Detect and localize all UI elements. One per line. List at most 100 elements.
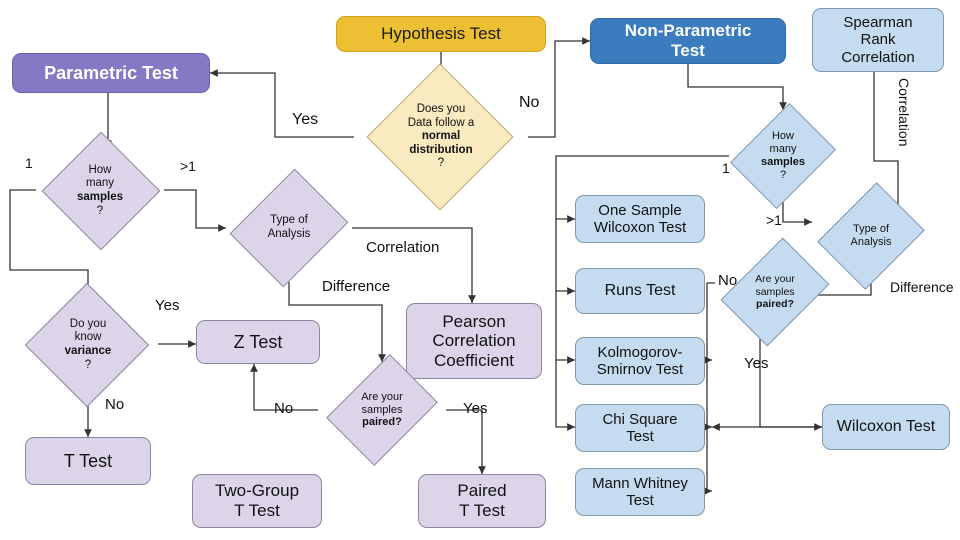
edge-label-parametric-samples-1: 1 xyxy=(25,155,33,171)
line: paired? xyxy=(756,298,794,311)
line: Analysis xyxy=(850,236,892,248)
node-t-test[interactable]: T Test xyxy=(25,437,151,485)
line: Test xyxy=(626,492,654,509)
line: samples xyxy=(361,403,403,416)
line: paired? xyxy=(362,416,402,429)
line: T Test xyxy=(459,501,505,520)
decision-label: Type of Analysis xyxy=(226,174,352,282)
edge-label-no-normal: No xyxy=(519,94,540,111)
decision-label: Do you know variance ? xyxy=(18,300,158,390)
line: Paired xyxy=(457,481,507,501)
edge-label-yes-normal: Yes xyxy=(292,111,319,128)
decision-parametric-how-many-samples[interactable]: How many samples ? xyxy=(36,131,164,251)
edge-label-parametric-correlation: Correlation xyxy=(366,239,440,256)
node-label: Z Test xyxy=(233,331,283,352)
line: Coefficient xyxy=(433,350,514,370)
line: variance xyxy=(64,345,112,357)
node-pearson-correlation-coefficient[interactable]: Pearson Correlation Coefficient xyxy=(406,303,542,379)
line: Are your xyxy=(361,390,403,403)
node-spearman-rank-correlation[interactable]: Spearman Rank Correlation xyxy=(812,8,944,72)
line: One Sample xyxy=(598,201,682,219)
decision-label: Type of Analysis xyxy=(812,192,930,280)
node-wilcoxon-test[interactable]: Wilcoxon Test xyxy=(822,404,950,450)
line: Pearson xyxy=(442,311,506,331)
line: many xyxy=(85,177,115,190)
node-kolmogorov-smirnov-test[interactable]: Kolmogorov- Smirnov Test xyxy=(575,337,705,385)
node-parametric-test[interactable]: Parametric Test xyxy=(12,53,210,93)
line: Two-Group xyxy=(214,481,300,501)
node-mann-whitney-test[interactable]: Mann Whitney Test xyxy=(575,468,705,516)
line: Type of xyxy=(270,214,308,227)
edge-label-variance-yes: Yes xyxy=(155,297,180,314)
decision-parametric-type-of-analysis[interactable]: Type of Analysis xyxy=(226,168,352,288)
edge-label-parametric-paired-yes: Yes xyxy=(463,400,488,417)
node-label: Wilcoxon Test xyxy=(836,417,936,435)
line: How xyxy=(771,130,794,143)
node-label: Runs Test xyxy=(604,281,676,299)
line: samples xyxy=(76,191,124,203)
node-label: Parametric Test xyxy=(44,62,178,83)
node-label: Hypothesis Test xyxy=(381,24,501,44)
decision-label: How many samples ? xyxy=(729,110,837,202)
edge-label-parametric-samples-many: >1 xyxy=(180,158,196,174)
node-label: T Test xyxy=(63,450,113,471)
line: samples xyxy=(760,156,806,168)
edge-label-variance-no: No xyxy=(105,396,125,413)
decision-nonparametric-type-of-analysis[interactable]: Type of Analysis xyxy=(812,182,930,290)
line: Smirnov Test xyxy=(596,361,684,378)
line: T Test xyxy=(234,501,280,520)
decision-label: Does you Data follow a normal distributi… xyxy=(354,84,528,190)
line: samples xyxy=(755,285,795,298)
line: many xyxy=(769,143,797,156)
node-one-sample-wilcoxon-test[interactable]: One Sample Wilcoxon Test xyxy=(575,195,705,243)
edge-label-np-paired-no: No xyxy=(718,272,738,289)
line: Wilcoxon Test xyxy=(593,219,687,236)
node-chi-square-test[interactable]: Chi Square Test xyxy=(575,404,705,452)
line: Mann Whitney xyxy=(592,474,688,492)
line: ? xyxy=(437,157,445,170)
line: ? xyxy=(96,204,104,217)
decision-nonparametric-how-many-samples[interactable]: How many samples ? xyxy=(729,102,837,210)
decision-parametric-samples-paired[interactable]: Are your samples paired? xyxy=(318,354,446,466)
line: normal xyxy=(421,130,461,143)
line: Chi Square xyxy=(602,410,678,428)
decision-nonparametric-samples-paired[interactable]: Are your samples paired? xyxy=(715,237,835,347)
line: ? xyxy=(779,168,787,181)
line: Test xyxy=(671,41,705,60)
line: Spearman xyxy=(843,14,913,32)
edge-label-np-correlation: Correlation xyxy=(896,78,912,147)
line: Kolmogorov- xyxy=(597,343,683,361)
line: Does you xyxy=(416,103,466,116)
line: Correlation xyxy=(432,331,516,351)
line: know xyxy=(74,331,102,344)
decision-know-variance[interactable]: Do you know variance ? xyxy=(18,282,158,408)
line: ? xyxy=(84,358,92,371)
line: distribution xyxy=(409,143,473,156)
edge-label-np-samples-1: 1 xyxy=(722,160,730,176)
decision-label: Are your samples paired? xyxy=(318,362,446,458)
edge-label-np-difference: Difference xyxy=(890,279,954,295)
node-runs-test[interactable]: Runs Test xyxy=(575,268,705,314)
line: Rank xyxy=(860,31,896,49)
node-non-parametric-test[interactable]: Non-Parametric Test xyxy=(590,18,786,64)
line: Data follow a xyxy=(407,116,475,129)
line: Type of xyxy=(852,223,890,236)
edge-label-parametric-paired-no: No xyxy=(274,400,294,417)
edge-label-np-paired-yes: Yes xyxy=(744,355,769,372)
line: How xyxy=(88,163,112,176)
line: Non-Parametric xyxy=(624,21,752,41)
edge-label-np-samples-many: >1 xyxy=(766,212,782,228)
line: Do you xyxy=(69,317,107,330)
decision-normal-distribution[interactable]: Does you Data follow a normal distributi… xyxy=(354,63,528,211)
line: Analysis xyxy=(267,228,311,240)
line: Are your xyxy=(755,273,795,286)
node-z-test[interactable]: Z Test xyxy=(196,320,320,364)
line: Correlation xyxy=(841,48,915,66)
decision-label: Are your samples paired? xyxy=(715,245,835,339)
node-hypothesis-test[interactable]: Hypothesis Test xyxy=(336,16,546,52)
node-two-group-t-test[interactable]: Two-Group T Test xyxy=(192,474,322,528)
decision-label: How many samples ? xyxy=(36,148,164,234)
edge-label-parametric-difference: Difference xyxy=(322,278,391,295)
node-paired-t-test[interactable]: Paired T Test xyxy=(418,474,546,528)
